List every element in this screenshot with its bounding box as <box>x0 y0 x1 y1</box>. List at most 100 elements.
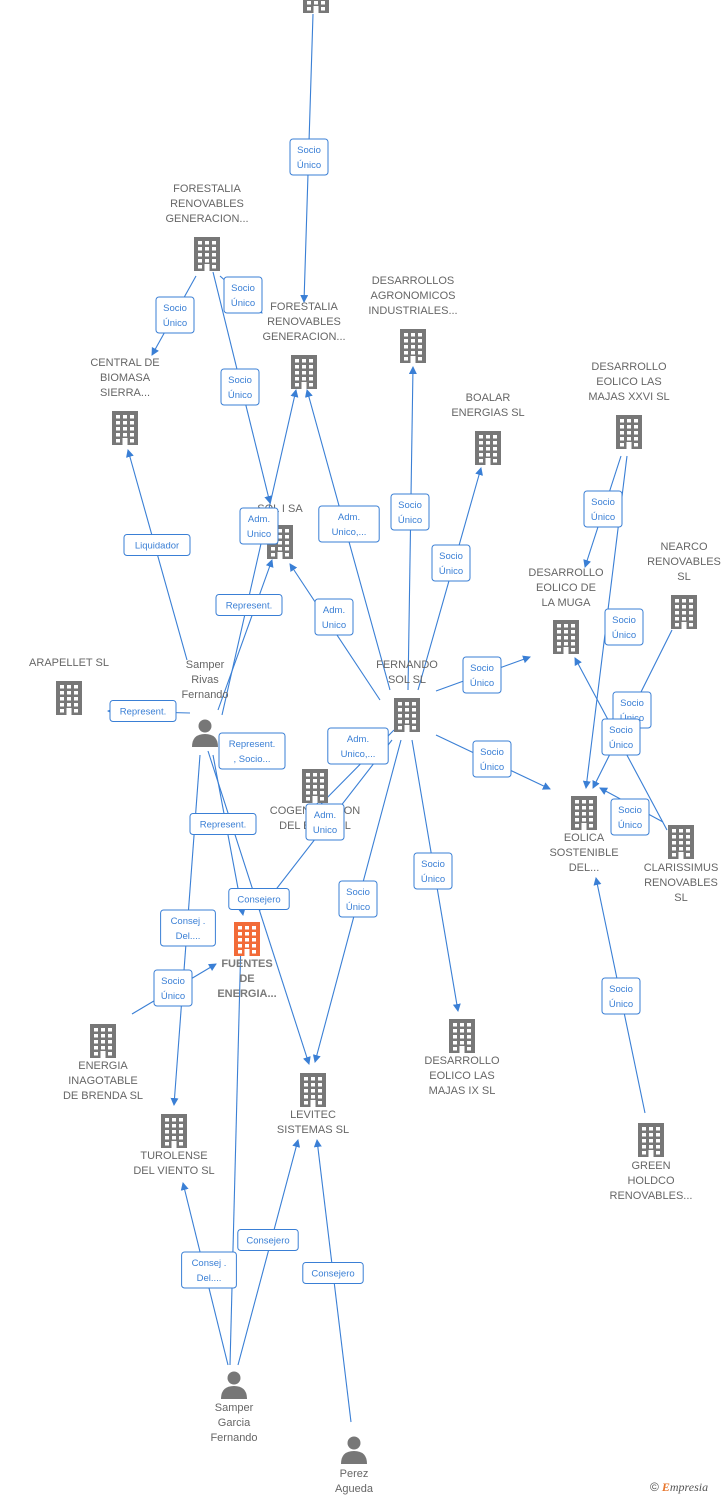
node-label: GENERACION... <box>165 213 248 225</box>
edge-label-box <box>601 718 641 756</box>
edge-label[interactable]: Consejero <box>228 888 290 910</box>
edge-line <box>237 1139 301 1366</box>
edge-label[interactable]: Adm.Unico <box>314 598 354 636</box>
node-label: Perez <box>340 1468 369 1480</box>
edge-label-text: Único <box>421 874 445 885</box>
edge-label[interactable]: Consejero <box>237 1229 299 1251</box>
empresia-brand[interactable]: ©Empresia <box>650 1480 708 1495</box>
edge-label[interactable]: Adm.Unico <box>239 507 279 545</box>
edge-label-text: Socio <box>161 976 185 987</box>
node-label: GENERACION... <box>262 331 345 343</box>
edge-label-box <box>327 727 389 765</box>
node-label: BIOMASA <box>100 372 151 384</box>
node-label: EOLICO DE <box>536 582 596 594</box>
edge-label-text: , Socio... <box>234 754 271 765</box>
node-label: LEVITEC <box>290 1109 336 1121</box>
edge-label-box <box>218 732 286 770</box>
edge-label-text: Único <box>618 820 642 831</box>
node-dai[interactable]: DESARROLLOSAGRONOMICOSINDUSTRIALES... <box>368 275 458 363</box>
edge-label[interactable]: Represent. <box>189 813 257 835</box>
edge-label[interactable]: Consej .Del.... <box>181 1251 237 1289</box>
person-icon <box>341 1436 367 1464</box>
building-icon <box>112 411 138 445</box>
node-top[interactable] <box>303 0 329 13</box>
edge-label[interactable]: Liquidador <box>123 534 191 556</box>
building-icon <box>303 0 329 13</box>
edge-label-text: Único <box>591 512 615 523</box>
edge-label-text: Socio <box>439 551 463 562</box>
node-label: INAGOTABLE <box>68 1075 137 1087</box>
edge-label[interactable]: Adm.Unico,... <box>318 505 380 543</box>
brand-e-logo: E <box>661 1480 670 1494</box>
node-label: DEL... <box>569 862 600 874</box>
node-fuentes[interactable]: FUENTESDEENERGIA... <box>217 922 277 1000</box>
node-eolica[interactable]: EOLICASOSTENIBLEDEL... <box>549 796 619 874</box>
node-label: EOLICO LAS <box>596 376 661 388</box>
edge-sgf-levitec <box>237 1139 301 1366</box>
edge-label[interactable]: Adm.Unico <box>305 803 345 841</box>
edge-label-text: Consejero <box>237 895 280 906</box>
node-label: Rivas <box>191 674 219 686</box>
node-label: DESARROLLOS <box>372 275 455 287</box>
edge-label[interactable]: Consejero <box>302 1262 364 1284</box>
node-cbs[interactable]: CENTRAL DEBIOMASASIERRA... <box>90 357 160 445</box>
node-label: AGRONOMICOS <box>371 290 456 302</box>
node-label: TUROLENSE <box>140 1150 207 1162</box>
edge-label-box <box>318 505 380 543</box>
edge-label-box <box>302 1262 364 1284</box>
node-label: HOLDCO <box>627 1175 675 1187</box>
edge-label-box <box>220 368 260 406</box>
edge-label[interactable]: Represent. <box>215 594 283 616</box>
edge-label-box <box>153 969 193 1007</box>
node-label: ARAPELLET SL <box>29 657 109 669</box>
node-label: EOLICA <box>564 832 605 844</box>
edge-label-box <box>390 493 430 531</box>
building-icon <box>400 329 426 363</box>
edge-label-text: Adm. <box>314 810 336 821</box>
node-frg1[interactable]: FORESTALIARENOVABLESGENERACION... <box>165 183 249 271</box>
edge-label[interactable]: Consej .Del.... <box>160 909 216 947</box>
edge-label[interactable]: Represent., Socio... <box>218 732 286 770</box>
node-label: Samper <box>186 659 225 671</box>
node-frg2[interactable]: FORESTALIARENOVABLESGENERACION... <box>262 301 346 389</box>
edge-label[interactable]: Represent. <box>109 700 177 722</box>
node-arapellet[interactable]: ARAPELLET SL <box>29 657 109 715</box>
node-label: DESARROLLO <box>591 361 667 373</box>
edge-label-box <box>160 909 216 947</box>
edge-line <box>229 938 245 1366</box>
node-label: EOLICO LAS <box>429 1070 494 1082</box>
edge-label-text: Socio <box>346 887 370 898</box>
edge-label[interactable]: Adm.Unico,... <box>327 727 389 765</box>
node-green[interactable]: GREENHOLDCORENOVABLES... <box>610 1123 693 1202</box>
